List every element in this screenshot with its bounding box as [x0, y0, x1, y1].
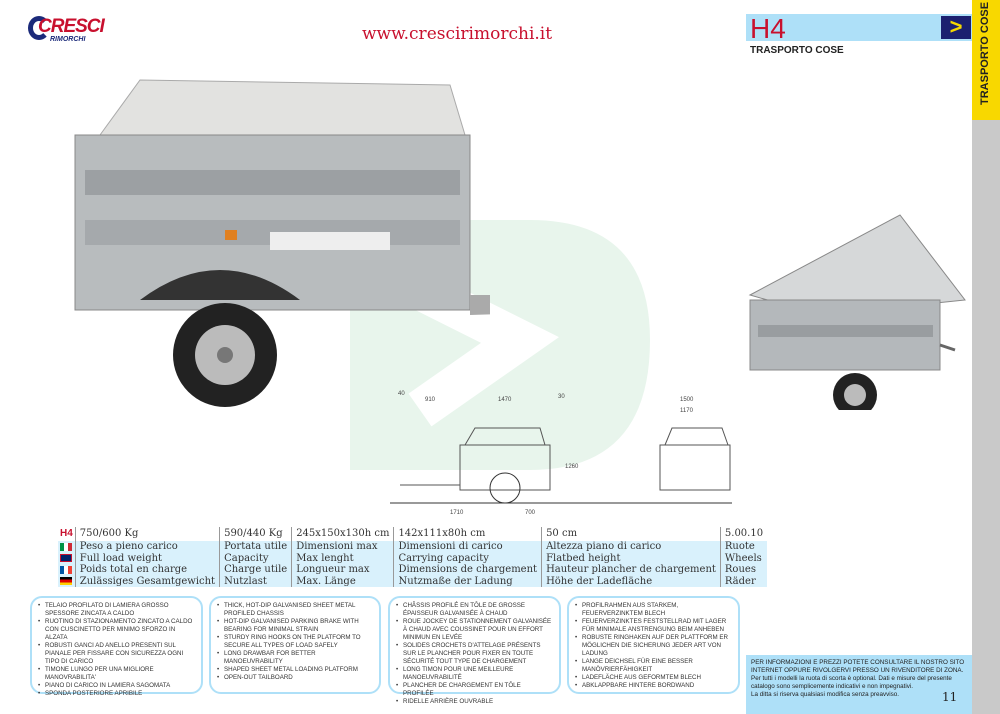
spec-label: Carrying capacity — [393, 552, 542, 564]
spec-label: Roues — [719, 564, 768, 576]
info-text: Per tutti i modelli la ruota di scorta è… — [751, 675, 952, 690]
dim-label: 1260 — [565, 464, 579, 470]
info-text: La ditta si riserva qualsiasi modifica s… — [751, 691, 900, 698]
dim-label: 1470 — [498, 397, 512, 403]
spec-label: Wheels — [719, 552, 768, 564]
feature-item: Thick, hot-dip galvanised sheet metal pr… — [217, 602, 373, 618]
spec-value: 590/440 Kg — [219, 527, 292, 541]
page-number: 11 — [942, 690, 958, 704]
dim-label: 1710 — [450, 510, 464, 516]
spec-label: Charge utile — [219, 564, 292, 576]
feature-item: Open-out tailboard — [217, 674, 373, 682]
features-box-fr: Châssis profilé en tôle de grosse épaiss… — [388, 596, 561, 706]
feature-item: Hot-dip galvanised parking brake with be… — [217, 618, 373, 634]
spec-label: Longueur max — [291, 564, 394, 576]
uk-flag-icon — [60, 554, 72, 562]
feature-item: Ladefläche aus geformtem Blech — [575, 674, 732, 682]
spec-model: H4 — [58, 527, 76, 541]
dim-label: 30 — [558, 394, 565, 400]
features-box-de: Profilrahmen aus starkem, feuerverzinkte… — [567, 596, 740, 694]
feature-item: Piano di carico in lamiera sagomata — [38, 682, 195, 690]
side-strip — [972, 120, 1000, 714]
features-box-en: Thick, hot-dip galvanised sheet metal pr… — [209, 596, 381, 694]
spec-label: Altezza piano di carico — [541, 541, 721, 553]
spec-label: Capacity — [219, 552, 292, 564]
spec-label: Nutzlast — [219, 575, 292, 587]
spec-label: Full load weight — [74, 552, 220, 564]
spec-label: Max. Länge — [291, 575, 394, 587]
feature-item: Ridelle arrière ouvrable — [396, 698, 553, 706]
spec-label: Höhe der Ladefläche — [541, 575, 721, 587]
side-tab-label: TRASPORTO COSE — [979, 1, 991, 105]
model-title: H4 — [750, 13, 786, 44]
features-box-it: Telaio profilato di lamiera grosso spess… — [30, 596, 203, 698]
feature-item: Sturdy ring hooks on the platform to sec… — [217, 634, 373, 650]
technical-drawing: 40 910 1470 30 1500 1170 1260 1710 700 — [390, 391, 732, 516]
feature-item: Feuerverzinktes Feststellrad mit Lager f… — [575, 618, 732, 634]
feature-item: Plancher de chargement en tôle profilée — [396, 682, 553, 698]
spec-values-row: H4 750/600 Kg 590/440 Kg 245x150x130h cm… — [58, 527, 768, 541]
dim-label: 910 — [425, 397, 436, 403]
spec-label: Flatbed height — [541, 552, 721, 564]
next-arrow-icon: > — [941, 16, 971, 39]
feature-item: Solides crochets d'attelage présents sur… — [396, 642, 553, 666]
feature-item: Profilrahmen aus starkem, feuerverzinkte… — [575, 602, 732, 618]
side-tab: TRASPORTO COSE — [972, 0, 1000, 120]
dim-label: 1170 — [680, 408, 694, 414]
spec-label: Nutzmaße der Ladung — [393, 575, 542, 587]
italy-flag-icon — [60, 542, 72, 551]
spec-value: 5.00.10 — [719, 527, 768, 541]
spec-value: 750/600 Kg — [74, 527, 220, 541]
spec-label: Dimensions de chargement — [393, 564, 542, 576]
dim-label: 1500 — [680, 397, 694, 403]
feature-item: Shaped sheet metal loading platform — [217, 666, 373, 674]
feature-item: Long drawbar for better manoeuvrability — [217, 650, 373, 666]
info-box: PER INFORMAZIONI E PREZZI POTETE CONSULT… — [746, 655, 972, 714]
feature-item: Robusti ganci ad anello presenti sul pia… — [38, 642, 195, 666]
category-title: TRASPORTO COSE — [750, 45, 844, 56]
feature-item: Châssis profilé en tôle de grosse épaiss… — [396, 602, 553, 618]
feature-item: Timone lungo per una migliore manovrabil… — [38, 666, 195, 682]
spec-label: Peso a pieno carico — [74, 541, 220, 553]
header-band — [746, 14, 972, 41]
spec-label: Zulässiges Gesamtgewicht — [74, 575, 220, 587]
website-url[interactable]: www.crescirimorchi.it — [362, 24, 553, 44]
feature-item: Long timon pour une meilleure manoeuvrab… — [396, 666, 553, 682]
spec-value: 245x150x130h cm — [291, 527, 394, 541]
spec-table: H4 750/600 Kg 590/440 Kg 245x150x130h cm… — [58, 527, 768, 587]
feature-item: Roue jockey de stationnement galvanisée … — [396, 618, 553, 642]
feature-item: Robuste Ringhaken auf der Plattform er m… — [575, 634, 732, 658]
spec-value: 50 cm — [541, 527, 721, 541]
spec-label: Poids total en charge — [74, 564, 220, 576]
spec-value: 142x111x80h cm — [393, 527, 542, 541]
trailer-photo-open — [748, 214, 966, 410]
trailer-photo-main — [74, 79, 490, 407]
feature-item: Sponda posteriore apribile — [38, 690, 195, 698]
feature-item: Ruotino di stazionamento zincato a caldo… — [38, 618, 195, 642]
spec-label: Max lenght — [291, 552, 394, 564]
feature-item: Abklappbare hintere Bordwand — [575, 682, 732, 690]
feature-item: Lange Deichsel für eine besser Manövrier… — [575, 658, 732, 674]
spec-label: Ruote — [719, 541, 768, 553]
dim-label: 40 — [398, 391, 405, 397]
spec-label: Dimensioni max — [291, 541, 394, 553]
dim-label: 700 — [525, 510, 536, 516]
spec-label: Räder — [719, 575, 768, 587]
feature-item: Telaio profilato di lamiera grosso spess… — [38, 602, 195, 618]
spec-label: Hauteur plancher de chargement — [541, 564, 721, 576]
spec-label: Dimensioni di carico — [393, 541, 542, 553]
info-text: PER INFORMAZIONI E PREZZI POTETE CONSULT… — [751, 659, 965, 674]
spec-label: Portata utile — [219, 541, 292, 553]
france-flag-icon — [60, 565, 72, 574]
germany-flag-icon — [60, 577, 72, 585]
